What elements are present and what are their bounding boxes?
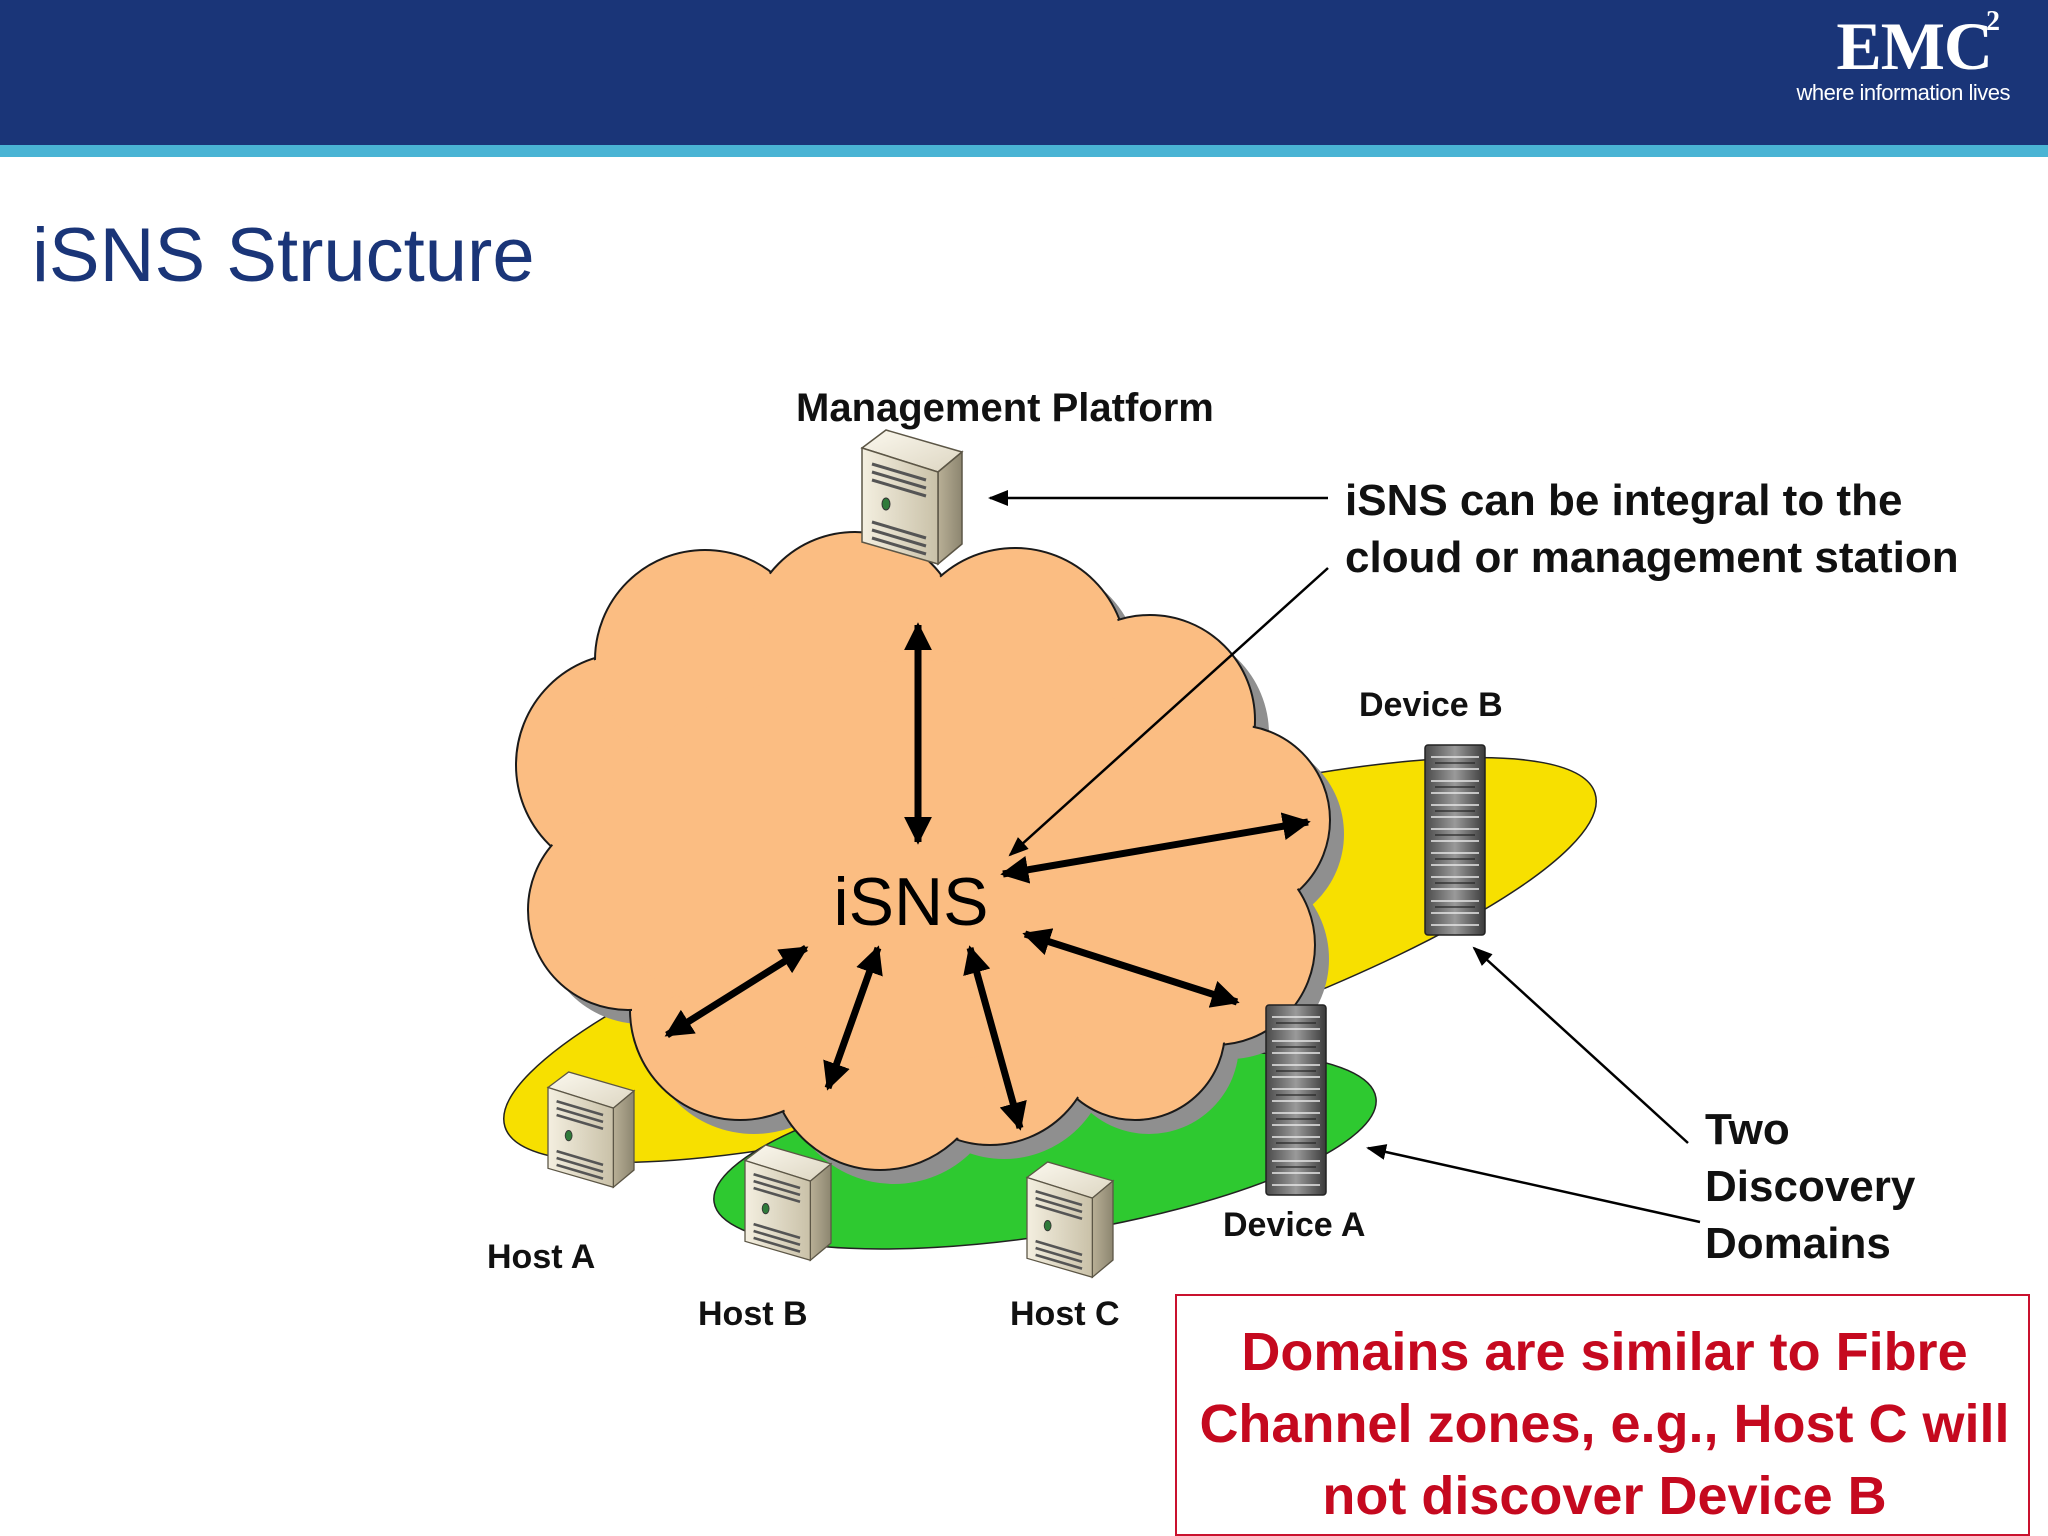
note-box: Domains are similar to Fibre Channel zon… <box>1175 1294 2030 1536</box>
header-bar <box>0 0 2048 145</box>
host-a-server-icon <box>546 1070 636 1189</box>
host-c-server-icon <box>1025 1160 1115 1279</box>
logo-superscript: 2 <box>1986 6 2000 37</box>
arrow-device-b <box>1000 812 1311 884</box>
logo-tagline: where information lives <box>1796 80 2011 105</box>
host-b-label: Host B <box>698 1295 808 1333</box>
arrow-host-a <box>664 945 809 1038</box>
host-c-label: Host C <box>1010 1295 1120 1333</box>
management-server-icon <box>860 428 964 566</box>
arrow-host-c <box>963 945 1027 1131</box>
host-a-label: Host A <box>487 1238 596 1276</box>
management-platform-label: Management Platform <box>796 386 1214 430</box>
callout-integral: iSNS can be integral to the cloud or man… <box>1345 476 1959 582</box>
header-stripe <box>0 145 2048 157</box>
isns-label: iSNS <box>834 864 989 940</box>
arrow-device-a <box>1022 928 1240 1008</box>
emc-logo: EMC 2 where information lives <box>1752 6 2022 116</box>
page-title: iSNS Structure <box>32 213 535 298</box>
logo-wordmark: EMC <box>1836 8 1993 84</box>
device-b-label: Device B <box>1359 686 1503 724</box>
host-b-server-icon <box>743 1143 833 1262</box>
note-text: Domains are similar to Fibre Channel zon… <box>1199 1322 2010 1526</box>
callout-discovery-domains: Two Discovery Domains <box>1705 1105 1916 1268</box>
arrow-host-b <box>823 945 883 1091</box>
device-a-storage-array-icon <box>1265 1004 1327 1196</box>
device-a-label: Device A <box>1223 1206 1366 1244</box>
device-b-storage-array-icon <box>1424 744 1486 936</box>
